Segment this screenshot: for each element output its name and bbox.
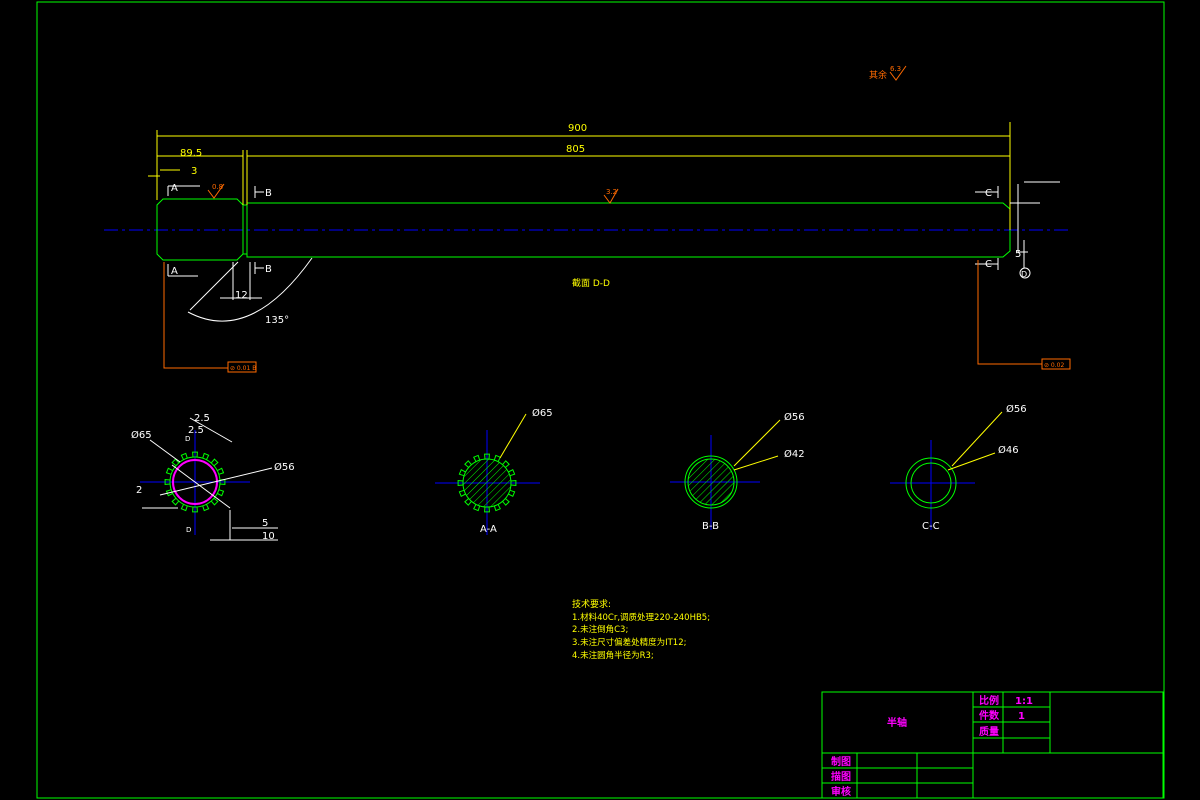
roughness-rest-label: 其余 [869, 69, 887, 81]
weight-label: 质量 [979, 725, 999, 738]
scale-value: 1:1 [1015, 696, 1033, 707]
section-mark-a-top: A [171, 183, 178, 194]
roughness-shaft-symbol [603, 188, 619, 204]
roughness-rest-value: 6.3 [890, 65, 901, 73]
scale-label: 比例 [979, 694, 999, 707]
spline-dim-b: 5 [262, 518, 268, 529]
runout-frame-right [1041, 358, 1071, 370]
dim-groove-width: 12 [235, 290, 248, 301]
part-name: 半轴 [887, 716, 907, 729]
roughness-spline-value: 0.8 [212, 183, 223, 191]
section-a-a-label: A-A [480, 524, 497, 535]
spline-dim-c: 10 [262, 531, 275, 542]
spline-width-1: 2.5 [194, 413, 210, 424]
section-b-b-outer-diameter: Ø56 [784, 411, 805, 423]
checked-by-label: 审核 [831, 785, 851, 798]
spline-mark-top: D [185, 435, 190, 443]
tech-requirement-item: 1.材料40Cr,调质处理220-240HB5; [572, 612, 710, 623]
drawing-frame [36, 1, 1165, 799]
spline-height: 2 [136, 485, 142, 496]
drafted-by-label: 描图 [831, 770, 851, 783]
roughness-spline-symbol [207, 183, 225, 199]
dim-end-chamfer: 5 [1015, 249, 1021, 260]
quantity-value: 1 [1018, 711, 1025, 722]
title-block [821, 691, 1164, 799]
datum-circle [1019, 267, 1031, 279]
section-c-c-view [890, 411, 1003, 530]
section-mark-b-top: B [265, 188, 272, 199]
section-c-c-inner-diameter: Ø46 [998, 444, 1019, 456]
section-dd-label: 截面 D-D [572, 277, 610, 289]
spline-inner-diameter: Ø56 [274, 461, 295, 473]
section-a-a-view [435, 413, 540, 535]
section-b-b-label: B-B [702, 521, 719, 532]
section-mark-a-bottom: A [171, 266, 178, 277]
spline-mark-bottom: D [186, 526, 191, 534]
spline-outer-diameter: Ø65 [131, 429, 152, 441]
tech-requirement-item: 3.未注尺寸偏差处精度为IT12; [572, 637, 687, 648]
dim-spline-length: 89.5 [180, 148, 202, 159]
runout-leader-right [977, 260, 1042, 365]
section-c-c-outer-diameter: Ø56 [1006, 403, 1027, 415]
runout-leader-left [163, 262, 228, 369]
roughness-shaft-value: 3.2 [606, 188, 617, 196]
runout-frame-left [227, 361, 257, 373]
dim-chamfer-angle: 135° [265, 315, 289, 326]
section-b-b-view [670, 419, 781, 530]
spline-profile-detail [140, 417, 278, 541]
tech-requirement-item: 2.未注倒角C3; [572, 624, 628, 635]
tech-requirement-item: 4.未注圆角半径为R3; [572, 650, 654, 661]
roughness-rest-symbol [889, 65, 907, 81]
section-mark-b-bottom: B [265, 264, 272, 275]
runout-note-right: ⊘ 0.02 [1044, 362, 1064, 369]
drawn-by-label: 制图 [831, 755, 851, 768]
section-mark-c-bottom: C [985, 259, 992, 270]
datum-mark: D [1021, 270, 1027, 279]
dim-shaft-length: 805 [566, 144, 585, 155]
runout-note-left: ⊘ 0.01 B [230, 365, 256, 372]
dim-chamfer: 3 [191, 166, 197, 177]
shaft-outline [156, 198, 1011, 261]
section-mark-c-top: C [985, 188, 992, 199]
spline-width-2: 2.5 [188, 425, 204, 436]
dim-overall-length: 900 [568, 123, 587, 134]
section-b-b-inner-diameter: Ø42 [784, 448, 805, 460]
tech-requirements-title: 技术要求: [572, 598, 611, 610]
section-c-c-label: C-C [922, 521, 940, 532]
section-a-a-diameter: Ø65 [532, 407, 553, 419]
quantity-label: 件数 [979, 709, 1000, 722]
